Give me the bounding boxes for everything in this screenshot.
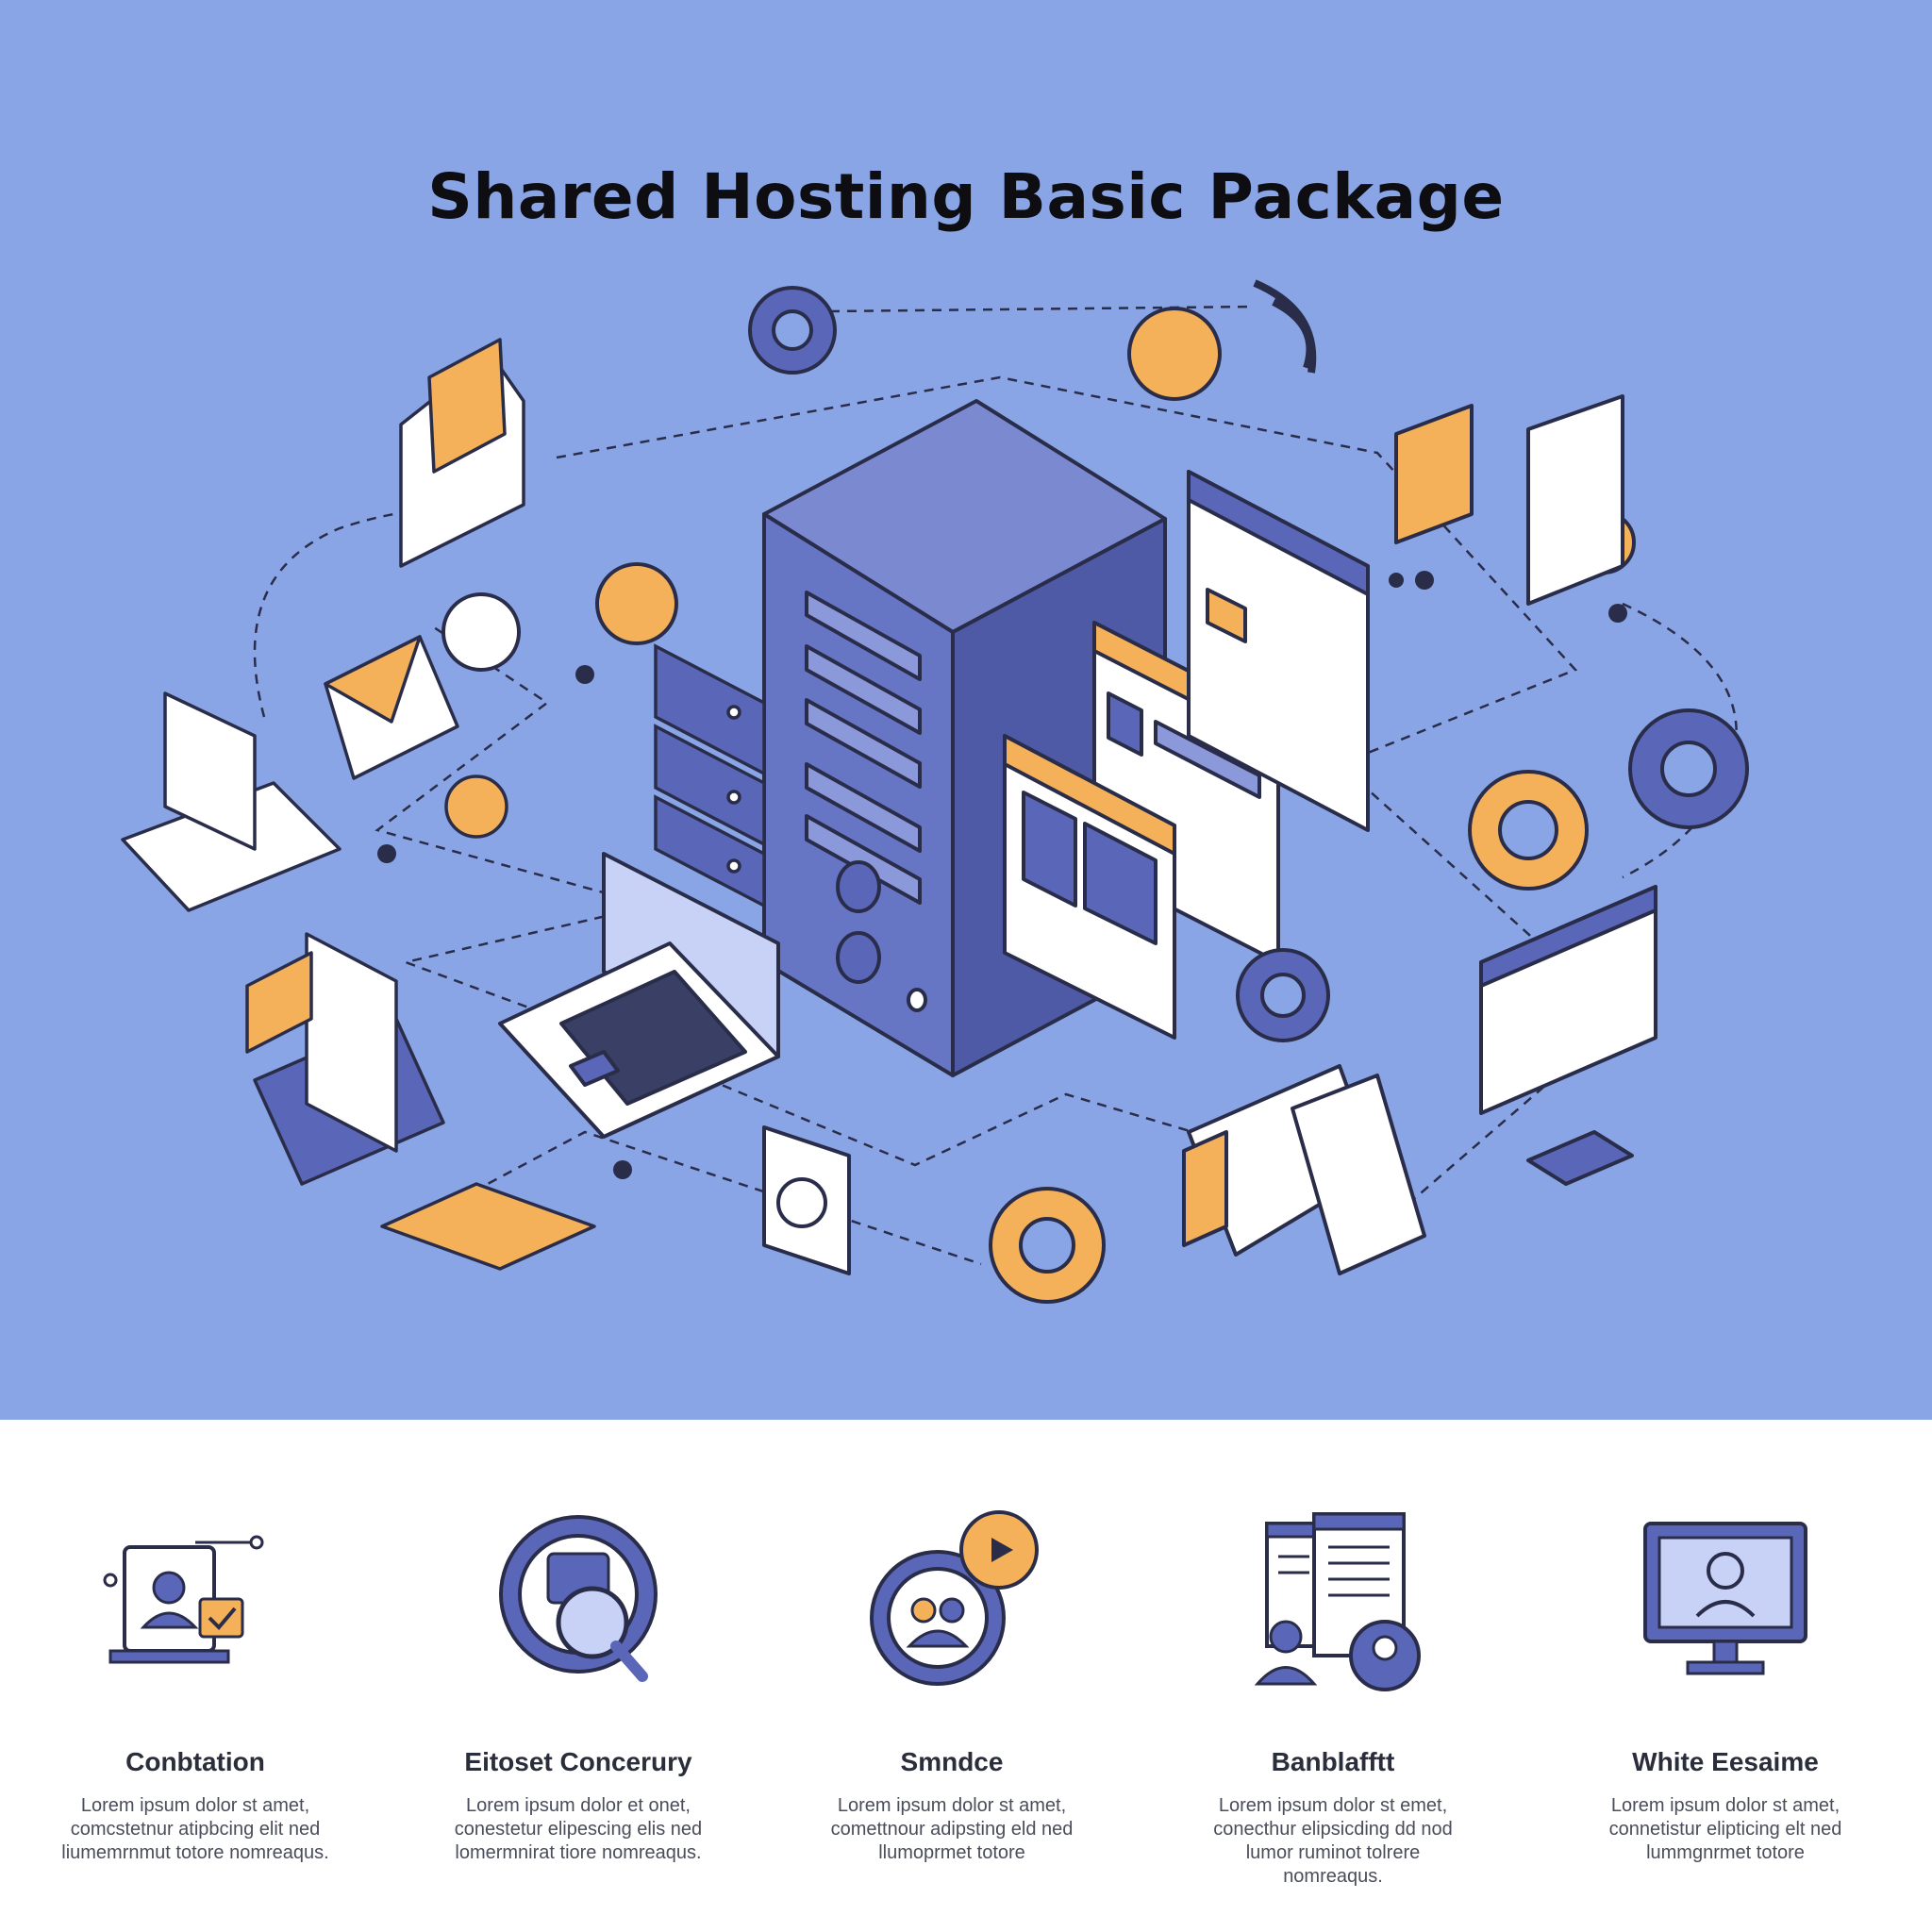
feature-description: Lorem ipsum dolor st amet, comcstetnur a…: [61, 1795, 329, 1863]
chat-bubble-icon: [441, 279, 1317, 672]
monitor-user-icon: [1643, 1522, 1807, 1675]
laptop-icon: [498, 852, 780, 1139]
gear-icon: [748, 286, 1749, 1304]
envelope-icon: [324, 338, 525, 839]
browser-window-icon: [1003, 470, 1370, 1040]
feature-description: Lorem ipsum dolor st amet, connetistur e…: [1608, 1795, 1842, 1863]
document-icon: [762, 1064, 1426, 1275]
user-monitor-check-icon: [103, 1535, 264, 1664]
feature-description: Lorem ipsum dolor st emet, conecthur eli…: [1213, 1795, 1453, 1887]
users-chat-play-icon: [870, 1510, 1039, 1686]
feature-title: White Eesaime: [1632, 1747, 1819, 1776]
feature-description: Lorem ipsum dolor st amet, comettnour ad…: [830, 1795, 1074, 1863]
monitor-icon: [1394, 394, 1657, 1186]
document-monitor-icon: [121, 691, 596, 1271]
server-rack-icon: [654, 643, 766, 908]
feature-title: Smndce: [900, 1747, 1004, 1776]
feature-description: Lorem ipsum dolor et onet, conestetur el…: [454, 1795, 703, 1863]
features-section: Conbtation Lorem ipsum dolor st amet, co…: [0, 1420, 1932, 1932]
hosting-illustration: [121, 279, 1749, 1304]
page-title: Shared Hosting Basic Package: [427, 160, 1505, 233]
document-users-icon: [1254, 1512, 1421, 1691]
feature-title: Conbtation: [125, 1747, 265, 1776]
feature-title: Eitoset Concerury: [464, 1747, 692, 1776]
connection-dots: [377, 571, 1627, 1179]
feature-title: Banblafftt: [1271, 1747, 1395, 1776]
hero-banner: Shared Hosting Basic Package: [0, 0, 1932, 1420]
camera-magnifier-icon: [499, 1515, 658, 1682]
